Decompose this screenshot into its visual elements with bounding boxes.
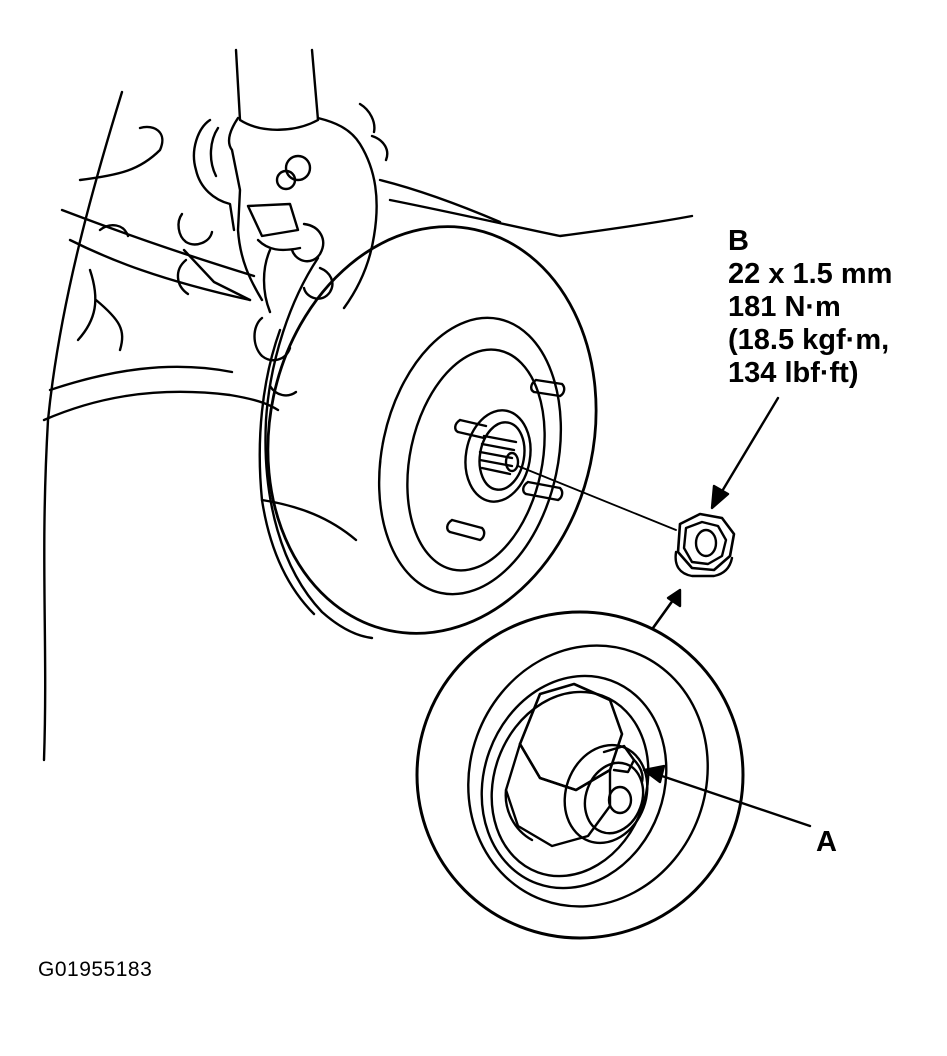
brake-drum xyxy=(258,225,598,640)
callout-b-torque-kgf: (18.5 kgf·m, xyxy=(728,324,890,356)
figure-id: G01955183 xyxy=(38,958,153,981)
wheel-studs xyxy=(446,378,566,542)
spindle-hub xyxy=(464,409,532,503)
detail-pointer-arrow xyxy=(651,588,682,630)
spindle-nut xyxy=(674,512,736,578)
callout-a-letter: A xyxy=(816,826,837,858)
callout-a-leader xyxy=(642,764,812,828)
callout-b-torque-nm: 181 N·m xyxy=(728,291,841,323)
callout-b-torque-lbf: 134 lbf·ft) xyxy=(728,357,859,389)
suspension-knuckle xyxy=(176,48,389,397)
callout-b-letter: B xyxy=(728,225,749,257)
callout-b-size: 22 x 1.5 mm xyxy=(728,258,893,290)
callout-b-leader xyxy=(710,396,780,510)
axis-line xyxy=(517,465,677,531)
detail-view xyxy=(415,610,745,940)
wheel-well-background xyxy=(42,90,694,762)
callout-b-label: B 22 x 1.5 mm 181 N·m (18.5 kgf·m, 134 l… xyxy=(728,225,892,390)
